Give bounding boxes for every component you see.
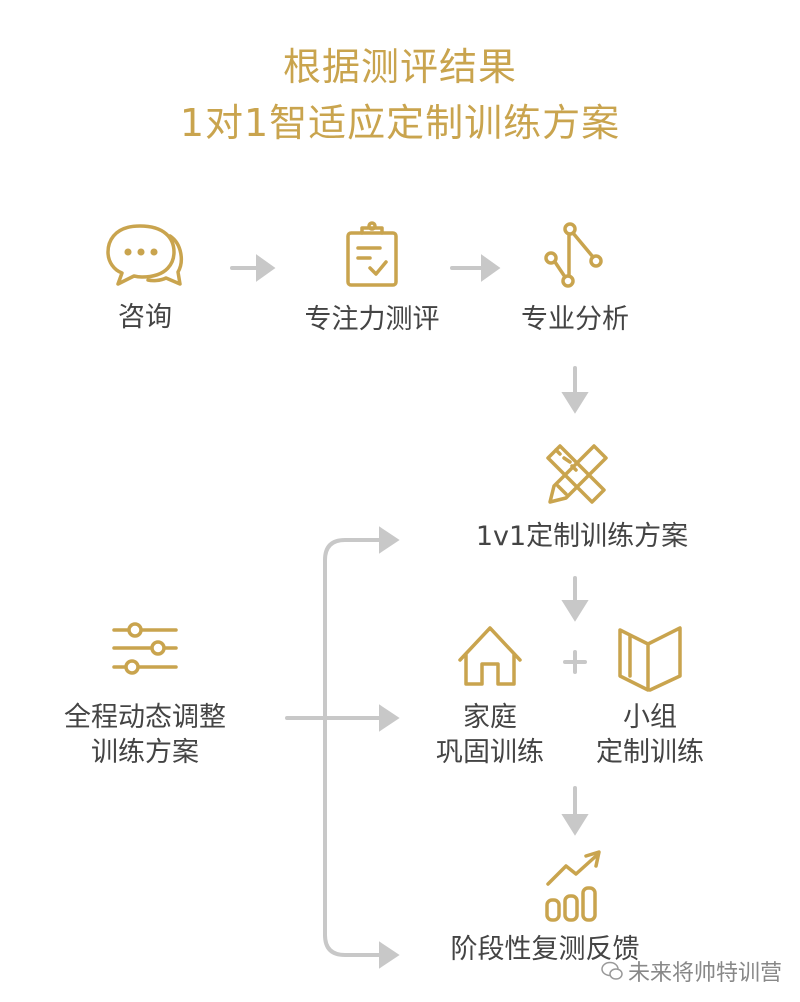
plus-icon bbox=[563, 650, 587, 674]
feedback-loop-line bbox=[285, 526, 400, 969]
step-home-line2: 巩固训练 bbox=[436, 737, 544, 768]
step-group-line2: 定制训练 bbox=[596, 737, 704, 768]
arrow-down-2 bbox=[561, 576, 589, 622]
clipboard-check-icon bbox=[346, 221, 398, 287]
house-icon bbox=[458, 626, 522, 686]
pencil-ruler-icon bbox=[546, 444, 608, 504]
step-group-line1: 小组 bbox=[623, 702, 677, 733]
adjust-line2: 训练方案 bbox=[91, 737, 199, 768]
chat-bubbles-icon bbox=[106, 224, 184, 286]
arrow-down-1 bbox=[561, 366, 589, 414]
watermark-text: 未来将帅特训营 bbox=[628, 961, 783, 986]
watermark: 未来将帅特训营 bbox=[600, 955, 782, 987]
wechat-icon bbox=[601, 961, 623, 980]
sliders-icon bbox=[112, 622, 178, 675]
step-feedback-label: 阶段性复测反馈 bbox=[450, 934, 640, 965]
step-home-line1: 家庭 bbox=[463, 702, 517, 733]
open-book-icon bbox=[618, 626, 682, 692]
growth-chart-icon bbox=[545, 850, 601, 922]
title-line2: 1对1智适应定制训练方案 bbox=[179, 101, 621, 145]
step-assessment-label: 专注力测评 bbox=[304, 304, 440, 335]
step-analysis-label: 专业分析 bbox=[521, 304, 629, 335]
step-plan-label: 1v1定制训练方案 bbox=[475, 521, 689, 552]
arrow-right-1 bbox=[230, 254, 276, 282]
arrow-down-3 bbox=[561, 786, 589, 836]
arrow-right-2 bbox=[450, 254, 501, 282]
arrows bbox=[230, 254, 589, 969]
title-line1: 根据测评结果 bbox=[282, 45, 517, 89]
analysis-nodes-icon bbox=[544, 222, 603, 288]
adjust-line1: 全程动态调整 bbox=[64, 702, 226, 733]
step-consult-label: 咨询 bbox=[118, 302, 172, 333]
